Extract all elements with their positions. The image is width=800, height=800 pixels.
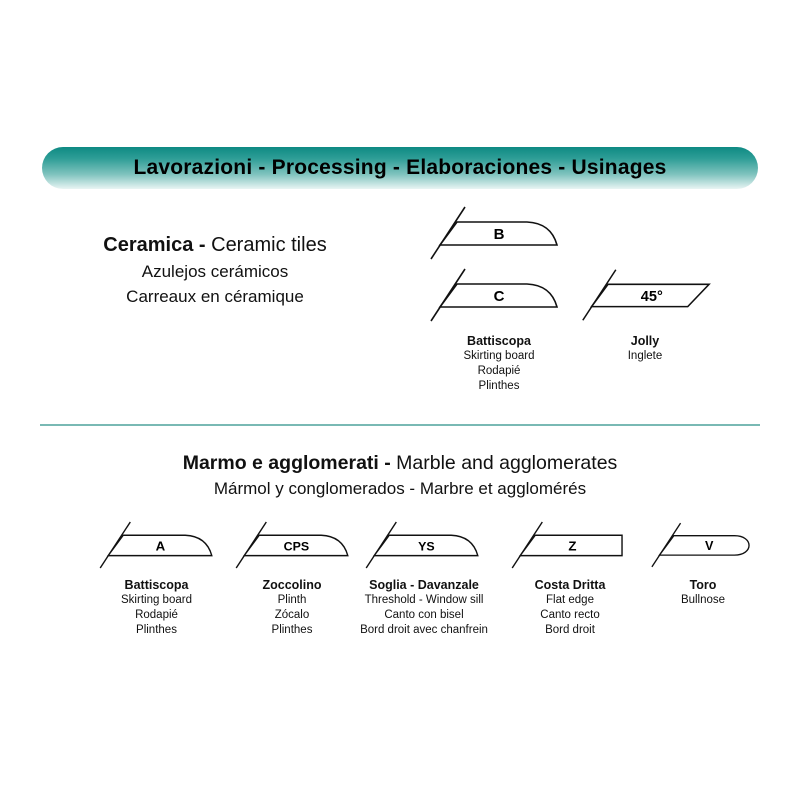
caption-line: Battiscopa bbox=[124, 578, 189, 592]
profile-z-caption: Costa Dritta Flat edge Canto recto Bord … bbox=[505, 578, 635, 638]
marmo-title-regular: Marble and agglomerates bbox=[390, 452, 618, 474]
banner-title: Lavorazioni - Processing - Elaboraciones… bbox=[133, 156, 667, 179]
ceramica-subtitle-es: Azulejos cerámicos bbox=[141, 262, 289, 281]
caption-line: Plinthes bbox=[136, 624, 177, 636]
caption-line: Bord droit avec chanfrein bbox=[360, 624, 488, 636]
caption-line: Canto con bisel bbox=[384, 609, 464, 621]
caption-line: Toro bbox=[689, 578, 717, 592]
profile-cps-diagram: CPS bbox=[235, 521, 349, 569]
profile-b-shape bbox=[438, 221, 559, 246]
caption-line: Flat edge bbox=[546, 594, 594, 606]
caption-line: Jolly bbox=[630, 334, 660, 348]
marmo-section-heading: Marmo e agglomerati - Marble and agglome… bbox=[0, 450, 800, 501]
profile-ys-diagram: YS bbox=[365, 521, 479, 569]
ceramica-title: Ceramica - Ceramic tiles bbox=[75, 232, 355, 259]
profile-v-letter: V bbox=[705, 539, 714, 553]
marmo-title-bold: Marmo e agglomerati - bbox=[182, 452, 391, 474]
caption-line: Bord droit bbox=[545, 624, 595, 636]
profile-cps-shape bbox=[242, 534, 349, 557]
caption-line: Rodapié bbox=[477, 365, 521, 377]
ceramica-title-bold: Ceramica - bbox=[103, 234, 206, 256]
battiscopa-caption-ceramica: Battiscopa Skirting board Rodapié Plinth… bbox=[424, 334, 574, 394]
caption-line: Rodapié bbox=[135, 609, 178, 621]
ceramica-subtitle-fr: Carreaux en céramique bbox=[126, 287, 304, 306]
caption-line: Inglete bbox=[627, 350, 663, 362]
profile-b-letter: B bbox=[494, 226, 505, 243]
marmo-subtitle: Mármol y conglomerados - Marbre et agglo… bbox=[213, 479, 587, 498]
profile-c-diagram: C bbox=[430, 268, 559, 322]
profile-z-diagram: Z bbox=[511, 521, 623, 569]
profile-a-shape bbox=[106, 534, 213, 557]
profile-jolly-diagram: 45° bbox=[582, 269, 711, 321]
profile-cps-caption: Zoccolino Plinth Zócalo Plinthes bbox=[230, 578, 354, 638]
header-banner: Lavorazioni - Processing - Elaboraciones… bbox=[42, 147, 758, 189]
profile-c-letter: C bbox=[494, 288, 505, 305]
caption-line: Zoccolino bbox=[262, 578, 322, 592]
caption-line: Zócalo bbox=[274, 609, 310, 621]
profile-ys-shape bbox=[372, 534, 479, 557]
section-divider bbox=[40, 424, 760, 426]
profile-cps-letter: CPS bbox=[284, 539, 309, 553]
caption-line: Bullnose bbox=[680, 594, 726, 606]
caption-line: Plinthes bbox=[271, 624, 313, 636]
caption-line: Canto recto bbox=[540, 609, 600, 621]
profile-jolly-letter: 45° bbox=[641, 289, 663, 305]
profile-ys-letter: YS bbox=[418, 539, 435, 553]
marmo-title: Marmo e agglomerati - Marble and agglome… bbox=[0, 450, 800, 476]
profile-a-diagram: A bbox=[99, 521, 213, 569]
profile-a-caption: Battiscopa Skirting board Rodapié Plinth… bbox=[84, 578, 229, 638]
caption-line: Skirting board bbox=[121, 594, 192, 606]
profile-z-shape bbox=[518, 534, 623, 557]
jolly-caption: Jolly Inglete bbox=[585, 334, 705, 364]
profile-ys-caption: Soglia - Davanzale Threshold - Window si… bbox=[348, 578, 500, 638]
profile-z-letter: Z bbox=[568, 538, 576, 553]
caption-line: Plinth bbox=[277, 594, 307, 606]
profile-a-letter: A bbox=[156, 538, 166, 553]
caption-line: Costa Dritta bbox=[534, 578, 606, 592]
profile-b-diagram: B bbox=[430, 206, 559, 260]
profile-v-caption: Toro Bullnose bbox=[648, 578, 758, 608]
profile-jolly-shape bbox=[590, 283, 711, 308]
profile-v-diagram: V bbox=[651, 522, 750, 568]
caption-line: Plinthes bbox=[478, 380, 520, 392]
ceramica-section-text: Ceramica - Ceramic tiles Azulejos cerámi… bbox=[75, 232, 355, 309]
caption-line: Soglia - Davanzale bbox=[369, 578, 479, 592]
profile-c-shape bbox=[438, 283, 559, 308]
caption-line: Skirting board bbox=[463, 350, 535, 362]
caption-line: Threshold - Window sill bbox=[364, 594, 484, 606]
caption-line: Battiscopa bbox=[467, 334, 531, 348]
profile-v-shape bbox=[658, 535, 750, 556]
ceramica-title-regular: Ceramic tiles bbox=[205, 234, 327, 256]
